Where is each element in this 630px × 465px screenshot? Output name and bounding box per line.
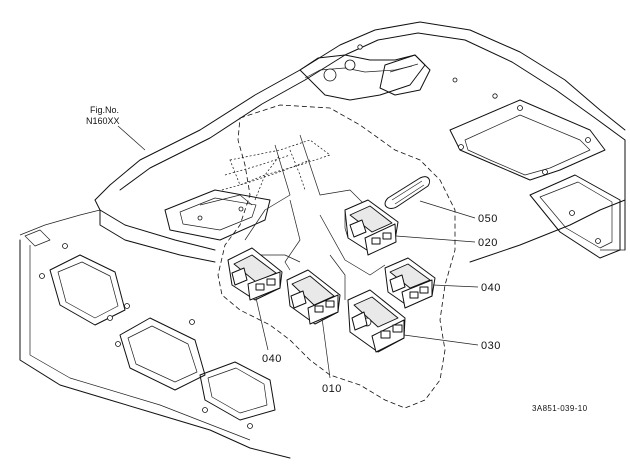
top-cover-raised-section [299,44,498,101]
part-040-switch-left [227,247,283,301]
fig-no-leader [117,125,146,151]
fig-no-value: N160XX [86,116,120,126]
callout-030: 030 [481,340,501,352]
left-panel-cutouts [24,229,276,429]
callout-040-left: 040 [262,353,282,365]
callout-010: 010 [322,383,342,395]
drawing-reference: 3A851-039-10 [532,404,588,413]
fig-no-label: Fig.No. [90,105,119,115]
part-030-switch [347,289,406,353]
part-010-switch [286,269,341,325]
cover-lug [323,68,337,82]
callout-leaders [255,200,479,379]
callout-050: 050 [478,213,498,225]
dashboard-panel [19,21,626,459]
wiring-harness-area [221,139,331,201]
detail-boundary [217,104,456,409]
connector-lines [244,134,386,300]
right-lower-cover-plate [529,174,621,259]
cover-lug [344,59,356,71]
part-040-switch-right [384,257,436,309]
part-020-switch [344,199,399,256]
callout-040-right: 040 [481,282,501,294]
callout-020: 020 [478,237,498,249]
part-050-cap [384,176,431,209]
right-cover-plate [449,99,606,181]
left-small-panel [164,189,271,241]
